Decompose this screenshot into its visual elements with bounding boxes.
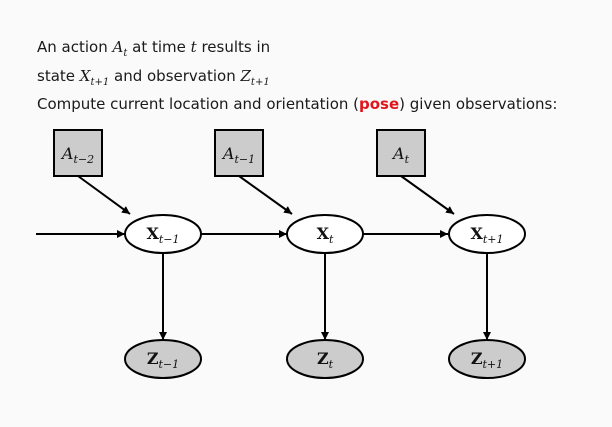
compute-pose-paragraph: Compute current location and orientation… [37,93,557,115]
math-state-var: Xt+1 [79,67,110,88]
description-paragraph: An action At at time t results in state … [37,36,270,94]
text-compute: Compute current location and orientation… [37,95,359,113]
state-node-x-t-1: Xt−1 [124,214,202,254]
svg-text:At−1: At−1 [221,144,255,166]
svg-text:Zt−1: Zt−1 [147,349,179,371]
text-results-in: results in [196,38,271,56]
svg-text:Xt−1: Xt−1 [146,224,179,246]
text-at-time: at time [127,38,191,56]
state-node-x-t+1: Xt+1 [448,214,526,254]
math-action-var: At [112,38,128,59]
edges [36,175,491,340]
action-node-a-t-2: At−2 [53,129,103,177]
edge-a-t-2-to-x-t-1 [77,175,131,215]
svg-text:At−2: At−2 [60,144,94,166]
text-action-intro: An action [37,38,113,56]
text-and-observation: and observation [109,67,241,85]
observation-node-z-t: Zt [286,339,364,379]
text-given-observations: ) given observations: [399,95,558,113]
svg-text:Xt: Xt [317,224,334,246]
text-state: state [37,67,80,85]
svg-text:Zt+1: Zt+1 [471,349,503,371]
math-time-var: t [190,38,197,56]
svg-text:At: At [391,144,410,166]
observation-node-z-t-1: Zt−1 [124,339,202,379]
math-observation-var: Zt+1 [240,67,270,88]
action-node-a-t: At [376,129,426,177]
state-node-x-t: Xt [286,214,364,254]
svg-text:Xt+1: Xt+1 [470,224,503,246]
edge-a-t-to-x-t+1 [400,175,455,215]
action-node-a-t-1: At−1 [214,129,264,177]
text-pose-highlight: pose [359,95,400,113]
svg-text:Zt: Zt [317,349,334,371]
observation-node-z-t+1: Zt+1 [448,339,526,379]
edge-a-t-1-to-x-t [238,175,293,215]
